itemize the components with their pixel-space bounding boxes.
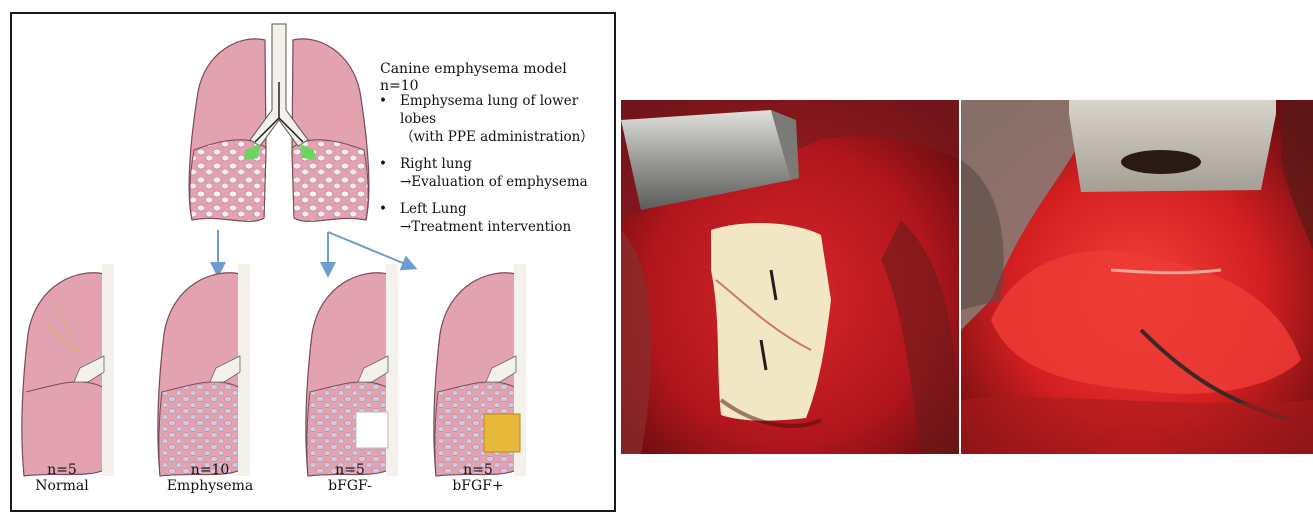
lung-bfgf-plus — [430, 264, 530, 482]
diagram-title: Canine emphysema model n=10 — [380, 58, 614, 94]
group-label-normal: n=5 Normal — [12, 462, 112, 494]
top-lung-diagram — [180, 22, 380, 234]
surgical-photo-patch — [621, 100, 959, 454]
group-label-emphysema: n=10 Emphysema — [160, 462, 260, 494]
bfgf-patch-on-lung — [711, 223, 831, 421]
bullet-item: • Emphysema lung of lower lobes （with PP… — [372, 92, 614, 146]
group-label-bfgf-plus: n=5 bFGF+ — [428, 462, 528, 494]
diagram-panel: Canine emphysema model n=10 • Emphysema … — [10, 12, 616, 512]
lung-bfgf-minus — [302, 264, 402, 482]
bullet-dot: • — [379, 155, 387, 173]
bullet-dot: • — [379, 92, 387, 110]
bullet-item: • Right lung →Evaluation of emphysema — [372, 155, 614, 191]
patch-bfgf — [484, 414, 520, 452]
lung-emphysema — [154, 264, 254, 482]
bullet-list: • Emphysema lung of lower lobes （with PP… — [372, 92, 614, 245]
bullet-dot: • — [379, 200, 387, 218]
patch-plain — [356, 412, 388, 448]
arrow-to-bfgf-plus — [328, 232, 410, 266]
surgical-photo-lung — [961, 100, 1313, 454]
lung-normal — [18, 264, 118, 482]
instrument-opening — [1121, 150, 1201, 174]
group-label-bfgf-minus: n=5 bFGF- — [300, 462, 400, 494]
